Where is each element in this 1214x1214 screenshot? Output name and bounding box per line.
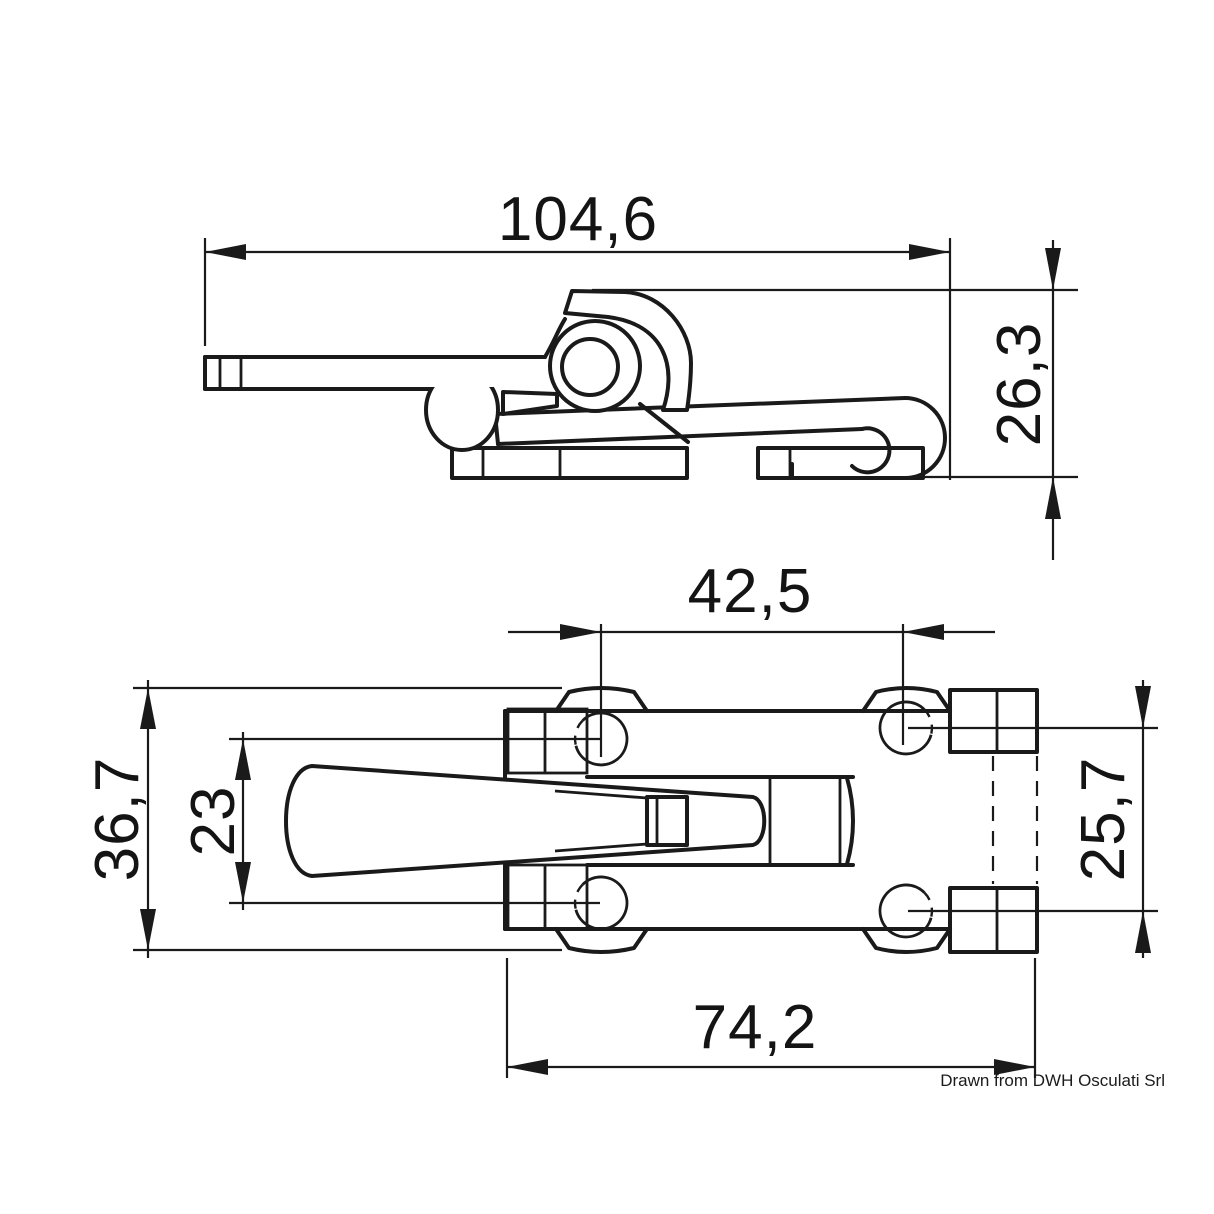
arrowhead-right (909, 244, 950, 260)
bracket-edge (638, 402, 690, 444)
pad-top-right (948, 688, 1039, 754)
catch-hook (563, 289, 693, 412)
dim-text-hole-spacing-right: 25,7 (1069, 757, 1138, 882)
dim-text-hole-spacing-left: 23 (179, 786, 248, 857)
dimension-base-length: 74,2 (505, 958, 1037, 1078)
dim-text-hole-spacing-horizontal: 42,5 (688, 557, 813, 626)
arrowhead-left (205, 244, 246, 260)
arrowhead-right (903, 624, 944, 640)
dimension-overall-height: 26,3 (592, 240, 1078, 560)
screw-hole-bottom-left-hidden (573, 883, 584, 911)
screw-hole-top-left-hidden (573, 719, 584, 747)
dim-text-overall-length: 104,6 (498, 185, 658, 254)
screw-hole-bottom-right (878, 883, 933, 939)
lever-wedge-inner-bottom (554, 842, 648, 853)
arrowhead-top (1135, 686, 1151, 728)
arrowhead-right (994, 1059, 1035, 1075)
dim-text-overall-width: 36,7 (83, 757, 152, 882)
clamp-plate (501, 390, 559, 416)
pivot-pin-circle (560, 337, 620, 397)
screw-holes (573, 700, 934, 939)
screw-hole-top-right (878, 700, 933, 756)
pad-bottom-right (948, 886, 1039, 954)
lever-bar-body (205, 358, 547, 387)
arrowhead-bottom (1135, 911, 1151, 953)
dimension-overall-length: 104,6 (203, 185, 952, 480)
boss-top-right (861, 686, 952, 713)
strike-strip-rolled-end (903, 396, 947, 480)
arrowhead-top (235, 739, 251, 780)
credit-text: Drawn from DWH Osculati Srl (940, 1071, 1165, 1090)
side-base-pad-right (756, 446, 925, 480)
dimension-hole-spacing-horizontal: 42,5 (508, 557, 995, 757)
dimension-hole-spacing-right: 25,7 (908, 680, 1158, 958)
dimension-hole-spacing-left: 23 (179, 732, 600, 910)
strike-strip-inner-curl (850, 426, 892, 475)
spring-block (645, 795, 689, 847)
dimension-overall-width: 36,7 (83, 680, 562, 958)
arrowhead-bottom (140, 909, 156, 950)
arrowhead-bottom (235, 862, 251, 903)
pad-top-left (506, 707, 589, 775)
strike-strip-top-edge (493, 396, 907, 416)
lever-wedge (284, 764, 767, 878)
arrowhead-left (560, 624, 601, 640)
screw-hole-bottom-left (574, 875, 629, 931)
pad-bottom-left (506, 863, 589, 931)
dim-text-overall-height: 26,3 (985, 322, 1054, 447)
arrowhead-bottom (1045, 477, 1061, 519)
lever-wedge-inner-top (554, 789, 648, 800)
arrowhead-left (507, 1059, 548, 1075)
screw-hole-top-right-hidden (923, 708, 934, 736)
dim-text-base-length: 74,2 (693, 993, 818, 1062)
screw-hole-bottom-right-hidden (923, 891, 934, 919)
arrowhead-top (140, 688, 156, 729)
arrowhead-top (1045, 248, 1061, 290)
side-base-pad-left (450, 446, 689, 480)
strip-end-curved-edge (845, 776, 855, 866)
boss-bottom-left (554, 927, 649, 954)
side-view: 104,6 26,3 (203, 185, 1078, 560)
boss-bottom-right (861, 927, 952, 954)
strike-strip-return-lip (790, 462, 907, 480)
top-view: 42,5 36,7 23 25,7 (83, 557, 1158, 1078)
lever-front-edge (543, 317, 567, 359)
